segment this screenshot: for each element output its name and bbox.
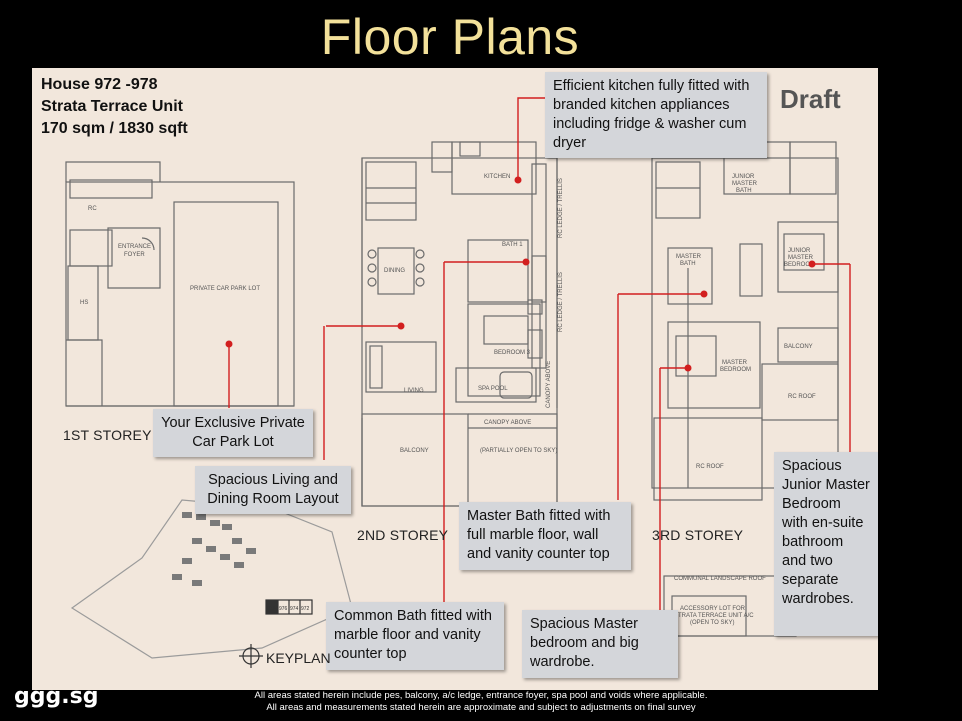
- draft-stamp: Draft: [780, 84, 841, 114]
- third-storey-outline: [651, 157, 839, 489]
- junior-master-bath-label-2: MASTER: [732, 181, 758, 187]
- junior-master-bedroom-label-2: MASTER: [788, 255, 814, 261]
- disclaimer-line-2: All areas and measurements stated herein…: [266, 702, 696, 713]
- master-bath: [667, 247, 713, 305]
- car-park-marker: [225, 340, 233, 348]
- accessory-label-2: STRATA TERRACE UNIT A/C: [674, 613, 754, 619]
- car-park-callout: Your Exclusive Private Car Park Lot: [153, 409, 313, 457]
- spa-pool: [455, 367, 537, 403]
- disclaimer-line-1: All areas stated herein include pes, bal…: [254, 690, 708, 701]
- master-bath-marker: [700, 290, 708, 298]
- master-bedroom-label-1: MASTER: [722, 360, 748, 366]
- first-storey-label: 1ST STOREY: [63, 427, 152, 443]
- accessory-label-1: ACCESSORY LOT FOR: [680, 606, 746, 612]
- dining-table: [377, 247, 415, 295]
- balcony-label: BALCONY: [400, 448, 429, 454]
- junior-master-marker: [808, 260, 816, 268]
- accessory-label-3: (OPEN TO SKY): [690, 620, 734, 626]
- keyplan-unit-3: 974: [290, 606, 299, 612]
- kitchen-callout: Efficient kitchen fully fitted with bran…: [545, 72, 767, 158]
- common-bath-marker: [522, 258, 530, 266]
- keyplan-label: KEYPLAN: [266, 650, 331, 666]
- junior-master-callout: Spacious Junior Master Bedroom with en-s…: [774, 452, 878, 636]
- junior-master-bedroom-label-3: BEDROOM: [784, 262, 815, 268]
- kitchen-leader: [517, 97, 545, 180]
- keyplan-unit-1: 978: [267, 606, 276, 612]
- site-logo: ggg.sg: [14, 684, 99, 709]
- kitchen-area: [451, 141, 537, 195]
- floor-plan-sheet: RC ENTRANCE FOYER HS PRIVATE CAR PARK LO…: [32, 68, 878, 690]
- master-bath-label-1: MASTER: [676, 254, 702, 260]
- entrance-foyer-label-1: ENTRANCE: [118, 244, 151, 250]
- spa-pool-label: SPA POOL: [478, 386, 508, 392]
- keyplan-site: [70, 499, 353, 659]
- keyplan-unit-2: 976: [279, 606, 288, 612]
- unit-house-numbers: House 972 -978: [41, 76, 158, 93]
- canopy-above-label: CANOPY ABOVE: [484, 420, 531, 426]
- unit-info: House 972 -978 Strata Terrace Unit 170 s…: [41, 74, 188, 140]
- balcony-3-label: BALCONY: [784, 344, 813, 350]
- living-callout: Spacious Living and Dining Room Layout: [195, 466, 351, 514]
- keyplan-unit-4: 972: [301, 606, 310, 612]
- canopy-vertical-label: CANOPY ABOVE: [546, 361, 552, 408]
- first-storey-outline: [65, 181, 295, 407]
- junior-master-bath-label-1: JUNIOR: [732, 174, 755, 180]
- unit-area: 170 sqm / 1830 sqft: [41, 120, 188, 137]
- rc-ledge-label-1: RC LEDGE / TRELLIS: [558, 178, 564, 238]
- page-title: Floor Plans: [320, 9, 580, 65]
- floor-plan-drawing: RC ENTRANCE FOYER HS PRIVATE CAR PARK LO…: [65, 97, 851, 668]
- second-storey-label: 2ND STOREY: [357, 527, 449, 543]
- rc-ledge-label-2: RC LEDGE / TRELLIS: [558, 272, 564, 332]
- balcony-2: [361, 413, 469, 507]
- kitchen-marker: [514, 176, 522, 184]
- hs-label: HS: [80, 300, 88, 306]
- junior-master-bath-label-3: BATH: [736, 188, 752, 194]
- car-park-label: PRIVATE CAR PARK LOT: [190, 286, 260, 292]
- master-bedroom-label-2: BEDROOM: [720, 367, 751, 373]
- master-bath-callout: Master Bath fitted with full marble floo…: [459, 502, 631, 570]
- bath1-label: BATH 1: [502, 242, 523, 248]
- common-bath-callout: Common Bath fitted with marble floor and…: [326, 602, 504, 670]
- living-marker: [397, 322, 405, 330]
- third-storey-label: 3RD STOREY: [652, 527, 744, 543]
- rc-roof-label-1: RC ROOF: [788, 394, 816, 400]
- rc-roof-label-2: RC ROOF: [696, 464, 724, 470]
- master-bedroom-marker: [684, 364, 692, 372]
- living-sofa: [365, 341, 437, 393]
- master-bedroom-callout: Spacious Master bedroom and big wardrobe…: [522, 610, 678, 678]
- master-bedroom: [667, 321, 761, 409]
- junior-master-bedroom-label-1: JUNIOR: [788, 248, 811, 254]
- master-bath-label-2: BATH: [680, 261, 696, 267]
- balcony-3: [777, 327, 839, 363]
- unit-type: Strata Terrace Unit: [41, 98, 183, 115]
- bedroom3-label: BEDROOM 3: [494, 350, 531, 356]
- communal-roof-label: COMMUNAL LANDSCAPE ROOF: [674, 576, 766, 582]
- junior-master-bedroom: [777, 221, 839, 293]
- disclaimer-footer: All areas stated herein include pes, bal…: [0, 690, 962, 714]
- kitchen-label: KITCHEN: [484, 174, 510, 180]
- dining-label: DINING: [384, 268, 405, 274]
- partially-open-label: (PARTIALLY OPEN TO SKY): [480, 448, 557, 454]
- bedroom-3: [467, 303, 541, 397]
- entrance-foyer-label-2: FOYER: [124, 252, 145, 258]
- rc-label: RC: [88, 206, 97, 212]
- car-park-lot: [173, 201, 279, 407]
- living-label: LIVING: [404, 388, 424, 394]
